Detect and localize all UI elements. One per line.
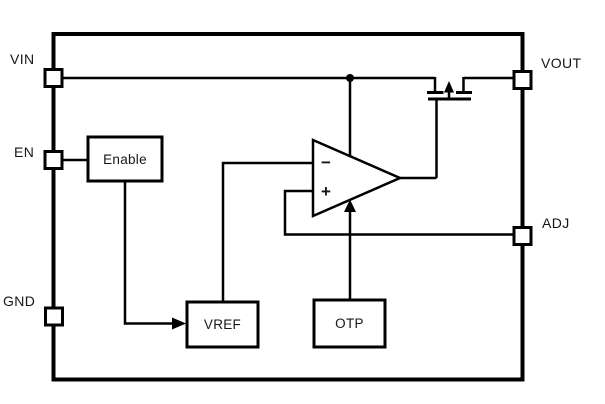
otp-arrow-head [344, 199, 356, 212]
pin-vout [512, 70, 533, 90]
pin-label-vin: VIN [10, 51, 35, 67]
pin-label-en: EN [14, 144, 34, 160]
pass-transistor-pmos [427, 77, 472, 178]
wire-inverting-input [221, 161, 314, 302]
pin-gnd [44, 306, 64, 327]
pin-adj [512, 226, 533, 246]
pin-label-adj: ADJ [542, 215, 570, 231]
opamp-inverting-symbol: − [321, 153, 331, 172]
otp-box [312, 298, 387, 349]
mosfet-body-arrow-head [444, 81, 454, 93]
opamp-triangle [311, 138, 404, 218]
otp-label: OTP [335, 316, 364, 331]
enable-box [86, 135, 164, 183]
pin-vin [43, 68, 64, 88]
chip-outline [51, 32, 525, 382]
wire-enable-to-vref [123, 181, 173, 325]
block-otp: OTP [312, 298, 387, 349]
block-enable: Enable [86, 135, 164, 183]
wire-adj-feedback [283, 189, 514, 236]
pin-label-gnd: GND [3, 293, 35, 309]
error-amplifier: − + [311, 138, 404, 218]
enable-label: Enable [103, 152, 147, 167]
enable-to-vref-arrow-head [172, 317, 186, 330]
opamp-noninverting-symbol: + [321, 182, 331, 201]
block-vref: VREF [185, 300, 260, 349]
pin-en [43, 150, 64, 170]
pin-label-vout: VOUT [541, 55, 582, 71]
vref-label: VREF [204, 317, 241, 332]
vref-box [185, 300, 260, 349]
